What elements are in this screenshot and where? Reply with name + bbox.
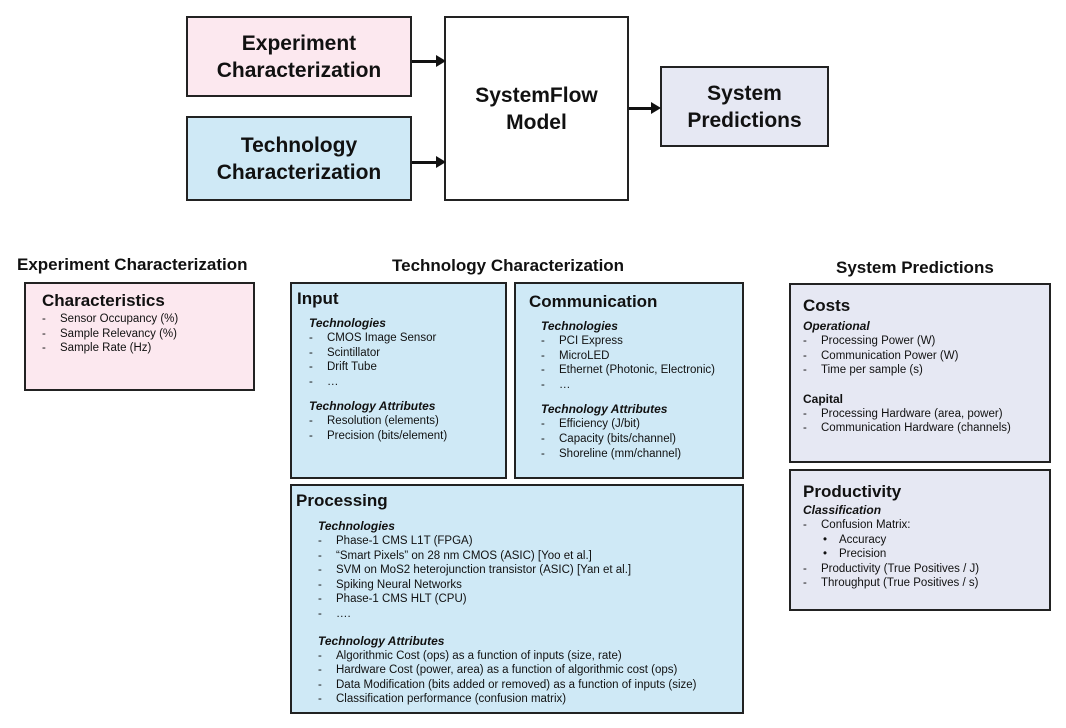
processing-title: Processing: [296, 491, 388, 510]
list-item: …: [309, 375, 495, 390]
input-title: Input: [297, 289, 339, 308]
communication-title: Communication: [529, 292, 658, 311]
list-item: Processing Hardware (area, power): [803, 407, 1039, 422]
input-attributes-label: Technology Attributes: [309, 399, 436, 414]
list-item: Capacity (bits/channel): [541, 432, 732, 447]
list-item: Data Modification (bits added or removed…: [318, 678, 732, 693]
list-item: Sample Rate (Hz): [42, 341, 243, 356]
capital-list: Processing Hardware (area, power) Commun…: [803, 407, 1039, 436]
communication-attributes-label: Technology Attributes: [541, 402, 668, 417]
experiment-column-title: Experiment Characterization: [17, 255, 248, 274]
list-item: Communication Hardware (channels): [803, 421, 1039, 436]
list-item: Phase-1 CMS L1T (FPGA): [318, 534, 732, 549]
list-item: Resolution (elements): [309, 414, 495, 429]
technology-characterization-label: Technology Characterization: [216, 133, 382, 184]
processing-technologies-label: Technologies: [318, 519, 395, 533]
input-technologies-label: Technologies: [309, 316, 386, 330]
list-item: Shoreline (mm/channel): [541, 447, 732, 462]
processing-attributes-list: Algorithmic Cost (ops) as a function of …: [318, 649, 732, 707]
confusion-list: Confusion Matrix:: [803, 518, 1039, 533]
list-item: Communication Power (W): [803, 349, 1039, 364]
characteristics-list: Sensor Occupancy (%) Sample Relevancy (%…: [42, 312, 243, 356]
experiment-characterization-box: Experiment Characterization: [186, 16, 412, 97]
input-panel: Input Technologies CMOS Image Sensor Sci…: [290, 282, 507, 479]
communication-attributes-list: Efficiency (J/bit) Capacity (bits/channe…: [541, 417, 732, 461]
list-item: CMOS Image Sensor: [309, 331, 495, 346]
input-technologies-list: CMOS Image Sensor Scintillator Drift Tub…: [309, 331, 495, 389]
list-item: MicroLED: [541, 349, 732, 364]
list-item: …: [541, 378, 732, 393]
communication-panel: Communication Technologies PCI Express M…: [514, 282, 744, 479]
list-item: Phase-1 CMS HLT (CPU): [318, 592, 732, 607]
processing-panel: Processing Technologies Phase-1 CMS L1T …: [290, 484, 744, 714]
list-item: Scintillator: [309, 346, 495, 361]
productivity-title: Productivity: [803, 482, 902, 501]
system-predictions-label: System Predictions: [687, 81, 802, 132]
arrow-technology-to-model: [412, 156, 446, 168]
systemflow-model-box: SystemFlow Model: [444, 16, 629, 201]
technology-characterization-box: Technology Characterization: [186, 116, 412, 201]
productivity-panel: Productivity Classification Confusion Ma…: [789, 469, 1051, 611]
operational-label: Operational: [803, 319, 870, 333]
list-item: Accuracy: [821, 533, 1039, 548]
productivity-list: Productivity (True Positives / J) Throug…: [803, 562, 1039, 591]
predictions-column-title: System Predictions: [836, 258, 994, 277]
list-item: Sample Relevancy (%): [42, 327, 243, 342]
list-item: PCI Express: [541, 334, 732, 349]
systemflow-model-label: SystemFlow Model: [475, 83, 598, 134]
communication-technologies-label: Technologies: [541, 319, 618, 333]
list-item: Throughput (True Positives / s): [803, 576, 1039, 591]
processing-technologies-list: Phase-1 CMS L1T (FPGA) “Smart Pixels” on…: [318, 534, 732, 622]
operational-list: Processing Power (W) Communication Power…: [803, 334, 1039, 378]
costs-title: Costs: [803, 296, 851, 315]
capital-label: Capital: [803, 391, 844, 406]
list-item: Algorithmic Cost (ops) as a function of …: [318, 649, 732, 664]
list-item: Precision (bits/element): [309, 429, 495, 444]
list-item: Spiking Neural Networks: [318, 578, 732, 593]
classification-label: Classification: [803, 503, 882, 517]
list-item: Classification performance (confusion ma…: [318, 692, 732, 707]
list-item: Processing Power (W): [803, 334, 1039, 349]
system-predictions-box: System Predictions: [660, 66, 829, 147]
list-item: Sensor Occupancy (%): [42, 312, 243, 327]
list-item: Drift Tube: [309, 360, 495, 375]
arrow-model-to-predictions: [629, 102, 661, 114]
list-item: Time per sample (s): [803, 363, 1039, 378]
confusion-metrics-list: Accuracy Precision: [803, 533, 1039, 562]
list-item: SVM on MoS2 heterojunction transistor (A…: [318, 563, 732, 578]
list-item: ….: [318, 607, 732, 622]
list-item: Precision: [821, 547, 1039, 562]
processing-attributes-label: Technology Attributes: [318, 633, 445, 648]
technology-column-title: Technology Characterization: [392, 256, 625, 275]
input-attributes-list: Resolution (elements) Precision (bits/el…: [309, 414, 495, 443]
list-item: Efficiency (J/bit): [541, 417, 732, 432]
list-item: “Smart Pixels” on 28 nm CMOS (ASIC) [Yoo…: [318, 549, 732, 564]
list-item: Productivity (True Positives / J): [803, 562, 1039, 577]
communication-technologies-list: PCI Express MicroLED Ethernet (Photonic,…: [541, 334, 732, 392]
list-item: Confusion Matrix:: [803, 518, 1039, 533]
list-item: Hardware Cost (power, area) as a functio…: [318, 663, 732, 678]
characteristics-panel: Characteristics Sensor Occupancy (%) Sam…: [24, 282, 255, 391]
experiment-characterization-label: Experiment Characterization: [216, 31, 382, 82]
costs-panel: Costs Operational Processing Power (W) C…: [789, 283, 1051, 463]
characteristics-title: Characteristics: [42, 291, 165, 310]
list-item: Ethernet (Photonic, Electronic): [541, 363, 732, 378]
arrow-experiment-to-model: [412, 55, 446, 67]
